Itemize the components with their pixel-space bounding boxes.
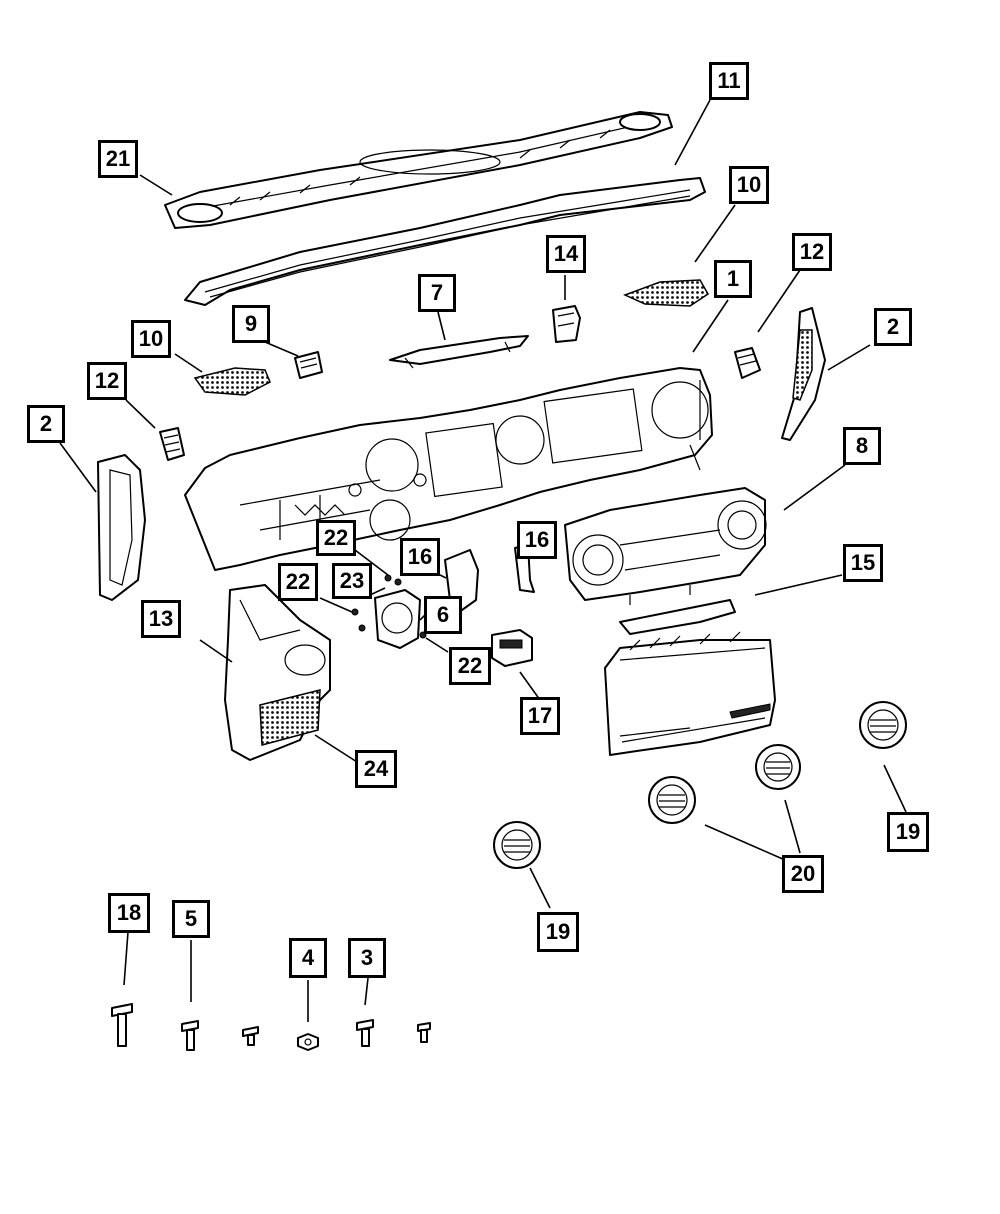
screw-small (417, 1022, 431, 1043)
part-8-center-bezel (564, 487, 767, 605)
callout-12-right: 12 (792, 233, 832, 271)
callout-17: 17 (520, 697, 560, 735)
callout-19-left: 19 (537, 912, 579, 952)
callout-15: 15 (843, 544, 883, 582)
callout-20: 20 (782, 855, 824, 893)
part-14-bracket (552, 305, 581, 343)
part-24-grille (259, 689, 321, 746)
callout-22-left: 22 (278, 563, 318, 601)
part-10-right-grille (623, 279, 709, 307)
part-10-left-grille (193, 367, 271, 396)
callout-14: 14 (546, 235, 586, 273)
callout-2-left: 2 (27, 405, 65, 443)
callout-7: 7 (418, 274, 456, 312)
callout-3: 3 (348, 938, 386, 978)
part-11-top-pad (184, 177, 706, 306)
glove-box (604, 631, 776, 756)
part-7-center-tray (389, 335, 529, 369)
part-20-vent-a (755, 744, 801, 790)
part-17-switch-block (491, 629, 533, 667)
bolt-18 (111, 1003, 133, 1047)
part-2-right-endcap (781, 307, 826, 441)
callout-22-top: 22 (316, 520, 356, 556)
leader-lines (59, 99, 907, 1022)
part-6-adapter-plate (374, 589, 421, 649)
part-2-left-endcap (97, 454, 146, 601)
part-19-vent-right (859, 701, 907, 749)
callout-13: 13 (141, 600, 181, 638)
part-9-switch (294, 351, 323, 379)
part-19-vent-left (493, 821, 541, 869)
bolt-3 (356, 1019, 374, 1047)
callout-24: 24 (355, 750, 397, 788)
callout-12-left: 12 (87, 362, 127, 400)
callout-16-left: 16 (400, 538, 440, 576)
callout-19-right: 19 (887, 812, 929, 852)
bolt-5 (181, 1020, 199, 1051)
callout-16-right: 16 (517, 521, 557, 559)
callout-18: 18 (108, 893, 150, 933)
callout-2-right: 2 (874, 308, 912, 346)
part-1-main-frame (184, 367, 713, 571)
callout-8: 8 (843, 427, 881, 465)
callout-21: 21 (98, 140, 138, 178)
callout-10-upper: 10 (729, 166, 769, 204)
callout-1: 1 (714, 260, 752, 298)
callout-23: 23 (332, 563, 372, 599)
callout-4: 4 (289, 938, 327, 978)
bolt-small (242, 1026, 259, 1046)
nut-4 (297, 1033, 319, 1051)
part-12-left-vent (159, 427, 185, 461)
callout-22-bottom: 22 (449, 647, 491, 685)
callout-11: 11 (709, 62, 749, 100)
callout-5: 5 (172, 900, 210, 938)
part-12-right-vent (734, 347, 761, 379)
part-21-upper-frame (164, 111, 673, 229)
callout-6: 6 (424, 596, 462, 634)
callout-9: 9 (232, 305, 270, 343)
part-20-vent-b (648, 776, 696, 824)
part-15-trim-strip (619, 599, 736, 635)
callout-10-left: 10 (131, 320, 171, 358)
